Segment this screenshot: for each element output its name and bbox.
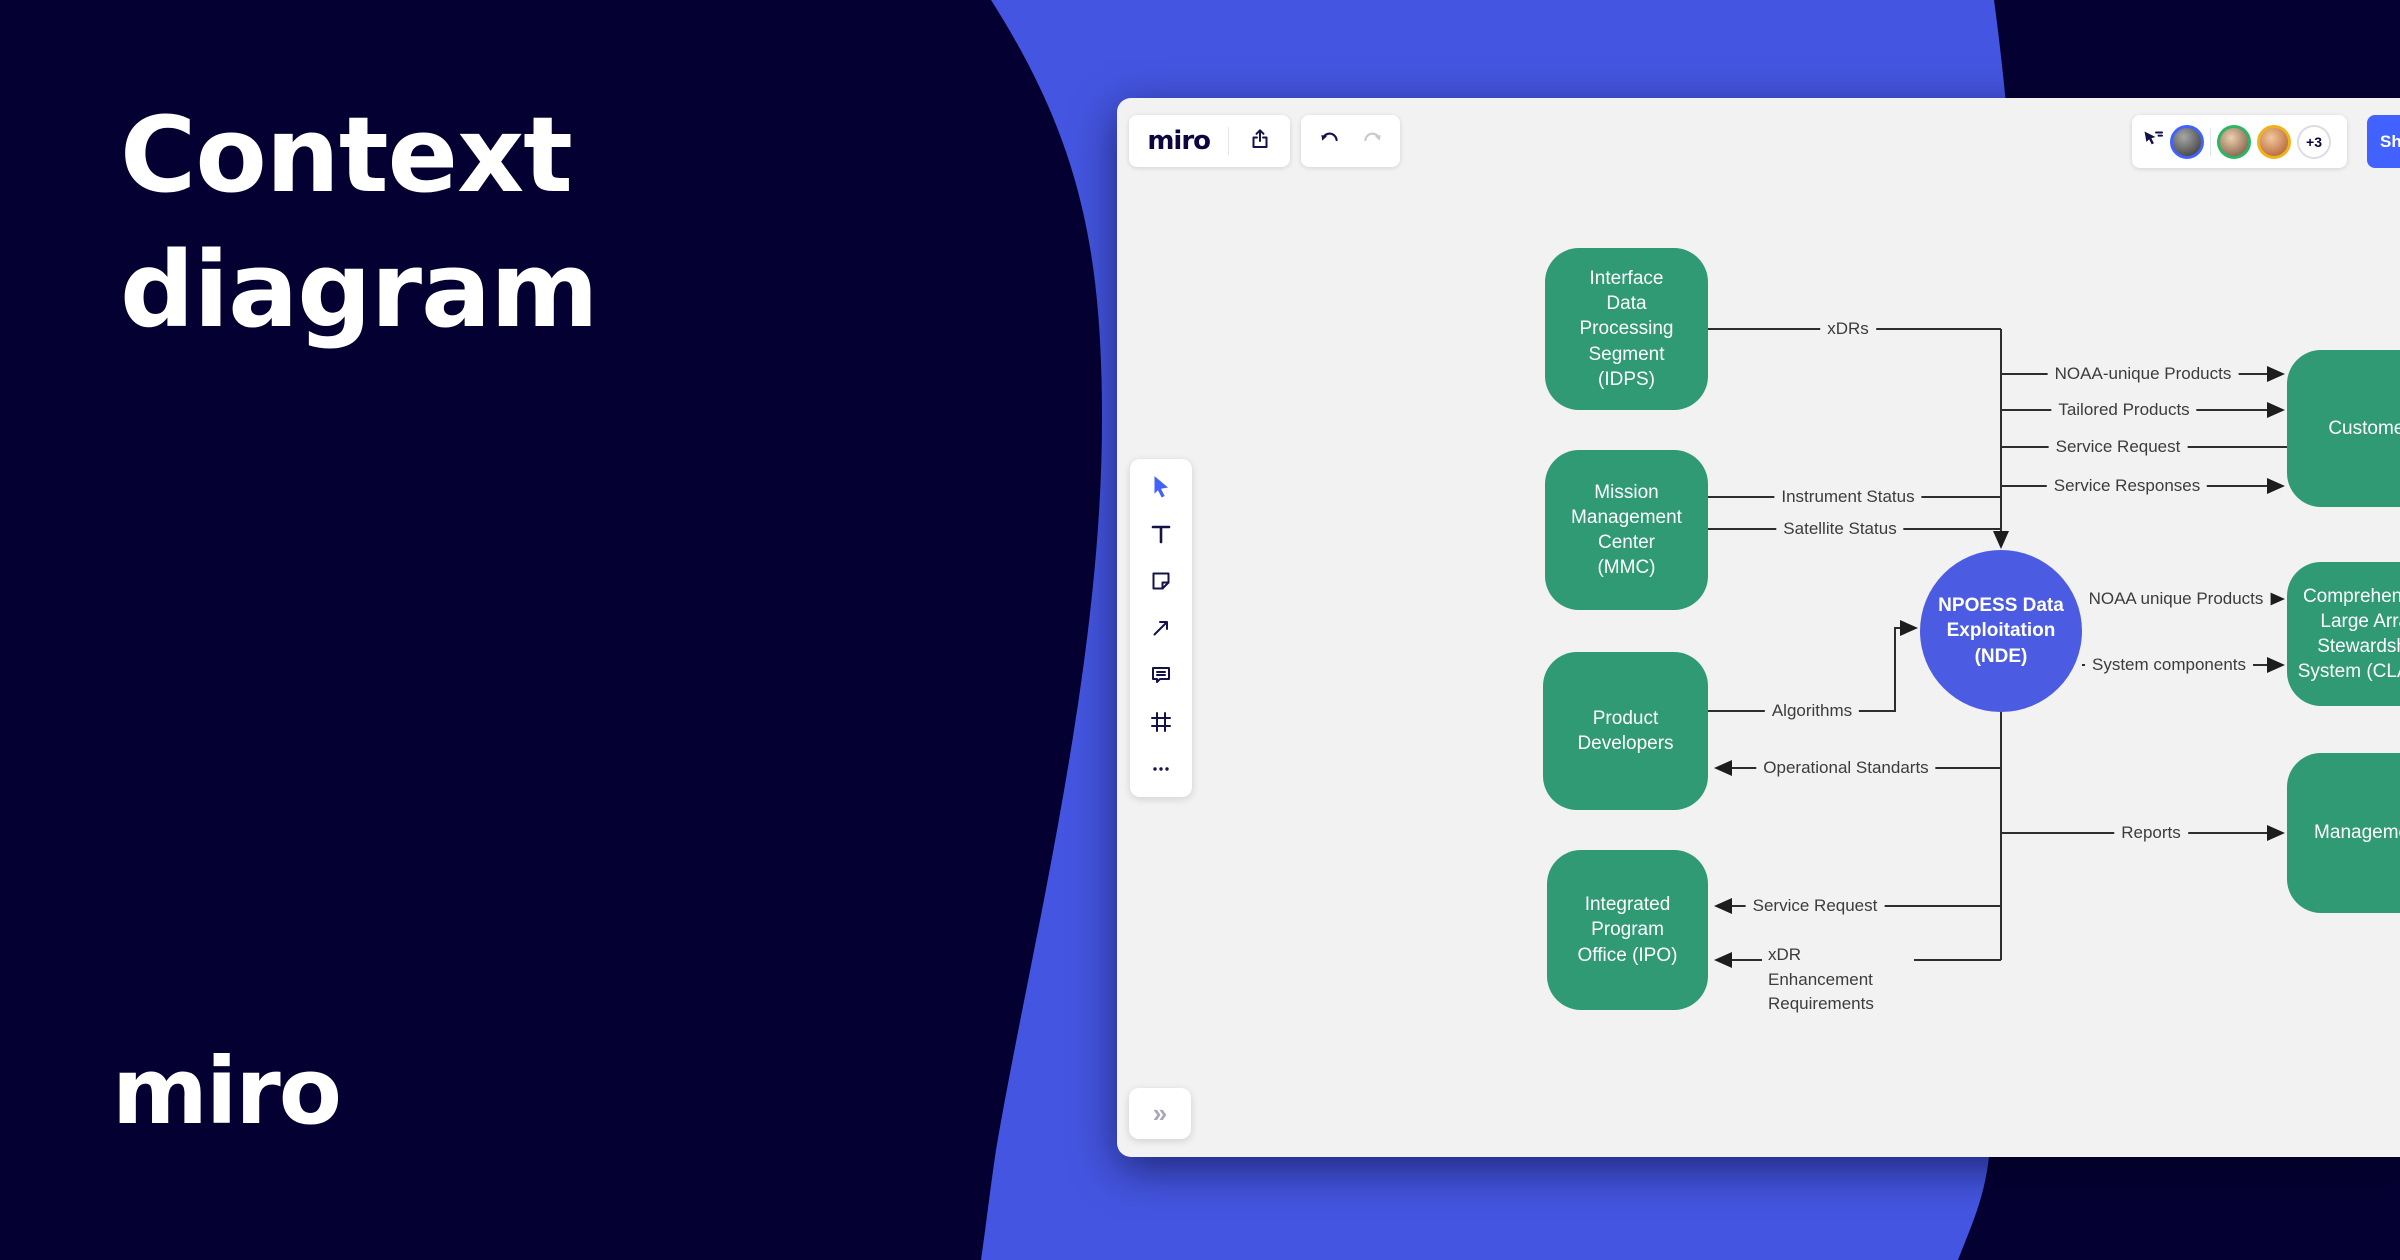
miro-logo-toolbar[interactable]: miro bbox=[1147, 126, 1211, 156]
undo-icon[interactable] bbox=[1318, 127, 1342, 156]
avatar[interactable] bbox=[2170, 124, 2204, 159]
toolbar-divider bbox=[1228, 127, 1230, 155]
tools-palette bbox=[1130, 459, 1192, 797]
cursors-icon[interactable] bbox=[2142, 128, 2164, 155]
edge-label-satellite-status[interactable]: Satellite Status bbox=[1776, 517, 1904, 541]
select-tool-icon[interactable] bbox=[1148, 474, 1174, 500]
edge-label-xdr-enhancement-requirements[interactable]: xDR Enhancement Requirements bbox=[1762, 941, 1914, 1019]
edge-label-noaa-unique-products-2[interactable]: NOAA unique Products bbox=[2081, 587, 2271, 611]
comment-tool-icon[interactable] bbox=[1148, 662, 1174, 688]
edge-label-noaa-unique-products[interactable]: NOAA-unique Products bbox=[2047, 362, 2239, 386]
edge-label-system-components[interactable]: System components bbox=[2084, 653, 2254, 677]
edge-label-algorithms[interactable]: Algorithms bbox=[1764, 699, 1860, 723]
edge-label-tailored-products[interactable]: Tailored Products bbox=[2051, 398, 2197, 422]
collaborators-bar: +3 bbox=[2132, 115, 2347, 168]
page-title: Context diagram bbox=[120, 88, 599, 358]
board-header-history bbox=[1301, 115, 1400, 167]
node-product-developers[interactable]: Product Developers bbox=[1543, 652, 1708, 810]
edge-label-reports[interactable]: Reports bbox=[2114, 821, 2188, 845]
edge-label-operational-standarts[interactable]: Operational Standarts bbox=[1756, 756, 1936, 780]
more-tools-icon[interactable] bbox=[1148, 756, 1174, 782]
board-header-left: miro bbox=[1129, 115, 1290, 167]
node-mmc[interactable]: Mission Management Center (MMC) bbox=[1545, 450, 1708, 610]
diagram-connectors bbox=[1708, 328, 2287, 968]
miro-board-window: miro bbox=[1117, 98, 2400, 1157]
node-idps[interactable]: Interface Data Processing Segment (IDPS) bbox=[1545, 248, 1708, 410]
collab-divider bbox=[2210, 127, 2211, 156]
node-class[interactable]: Comprehensive Large Array Stewardship Sy… bbox=[2287, 562, 2400, 706]
page-title-line1: Context bbox=[120, 94, 573, 216]
node-management[interactable]: Management bbox=[2287, 753, 2400, 913]
arrow-tool-icon[interactable] bbox=[1148, 615, 1174, 641]
sticky-note-tool-icon[interactable] bbox=[1148, 568, 1174, 594]
export-icon[interactable] bbox=[1248, 127, 1272, 156]
frame-tool-icon[interactable] bbox=[1148, 709, 1174, 735]
text-tool-icon[interactable] bbox=[1148, 521, 1174, 547]
redo-icon[interactable] bbox=[1360, 127, 1384, 156]
edge-label-instrument-status[interactable]: Instrument Status bbox=[1774, 485, 1922, 509]
avatar[interactable] bbox=[2217, 124, 2251, 159]
edge-label-service-responses[interactable]: Service Responses bbox=[2046, 474, 2208, 498]
node-nde[interactable]: NPOESS Data Exploitation (NDE) bbox=[1920, 550, 2082, 712]
miro-logo-hero: miro bbox=[112, 1038, 342, 1145]
collab-overflow-badge[interactable]: +3 bbox=[2297, 124, 2331, 159]
node-customer[interactable]: Customer bbox=[2287, 350, 2400, 507]
share-button[interactable]: Share bbox=[2367, 115, 2400, 168]
node-ipo[interactable]: Integrated Program Office (IPO) bbox=[1547, 850, 1708, 1010]
page-title-line2: diagram bbox=[120, 229, 599, 352]
edge-label-service-request-2[interactable]: Service Request bbox=[1745, 894, 1885, 918]
avatar[interactable] bbox=[2257, 124, 2291, 159]
expand-panel-button[interactable]: » bbox=[1129, 1088, 1191, 1139]
edge-label-service-request[interactable]: Service Request bbox=[2048, 435, 2188, 459]
edge-label-xdrs[interactable]: xDRs bbox=[1820, 317, 1876, 341]
